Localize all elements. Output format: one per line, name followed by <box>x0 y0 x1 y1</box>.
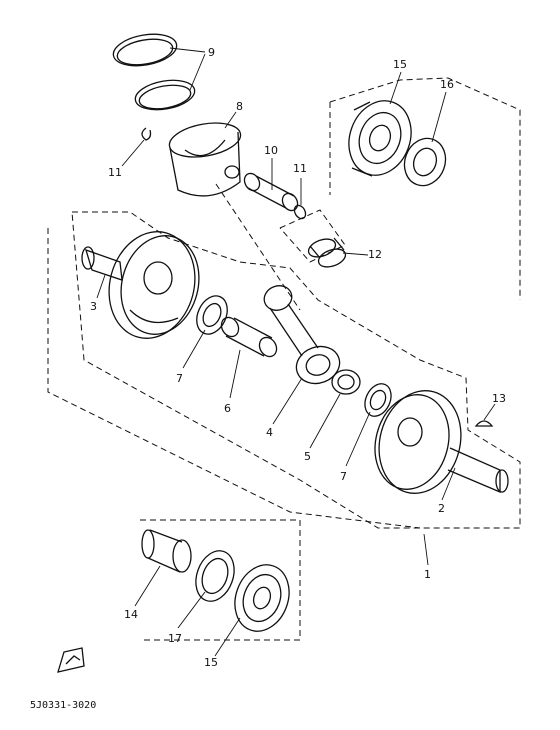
woodruff-key <box>474 420 494 427</box>
label-7-left: 7 <box>176 372 183 385</box>
label-1: 1 <box>424 568 431 581</box>
label-16: 16 <box>440 78 454 91</box>
label-14: 14 <box>124 608 138 621</box>
small-end-bearing-outline <box>279 209 346 263</box>
label-5: 5 <box>304 450 311 463</box>
label-15-upper: 15 <box>393 58 407 71</box>
bottom-end-outline <box>47 228 421 529</box>
needle-bearing <box>195 550 235 602</box>
small-end-bearing <box>307 237 347 268</box>
label-11-left: 11 <box>108 166 122 179</box>
leader-lines <box>96 47 496 657</box>
lower-bearing-box <box>140 519 301 641</box>
thrust-washer-right <box>364 383 392 417</box>
connecting-rod <box>263 285 341 385</box>
engine-symbol-icon <box>57 647 85 673</box>
piston-pin-clip-left <box>141 127 152 141</box>
label-2: 2 <box>438 502 445 515</box>
crank-left <box>81 231 200 339</box>
label-8: 8 <box>236 100 243 113</box>
label-3: 3 <box>90 300 97 313</box>
axis-line <box>215 183 301 311</box>
crank-bearing-lower <box>234 564 290 632</box>
thrust-washer-left <box>196 295 228 335</box>
crank-pin <box>220 316 278 358</box>
drawing-code: 5J0331-3020 <box>30 700 96 711</box>
big-end-bearing <box>331 369 361 395</box>
piston-rings <box>112 33 196 111</box>
spacer <box>141 529 192 573</box>
label-9: 9 <box>208 46 215 59</box>
label-12: 12 <box>368 248 382 261</box>
piston-pin <box>243 172 299 212</box>
label-10: 10 <box>264 144 278 157</box>
oil-seal <box>403 137 447 187</box>
label-15-lower: 15 <box>204 656 218 669</box>
bearing-box-outline <box>329 77 521 300</box>
label-4: 4 <box>266 426 273 439</box>
crank-bearing-upper <box>348 100 412 177</box>
crank-assembly-outline <box>71 211 521 529</box>
label-17: 17 <box>168 632 182 645</box>
label-7-right: 7 <box>340 470 347 483</box>
label-13: 13 <box>492 392 506 405</box>
label-6: 6 <box>224 402 231 415</box>
piston-pin-clip-right <box>293 204 307 220</box>
crank-right <box>374 390 509 494</box>
piston <box>168 122 242 197</box>
label-11-right: 11 <box>293 162 307 175</box>
